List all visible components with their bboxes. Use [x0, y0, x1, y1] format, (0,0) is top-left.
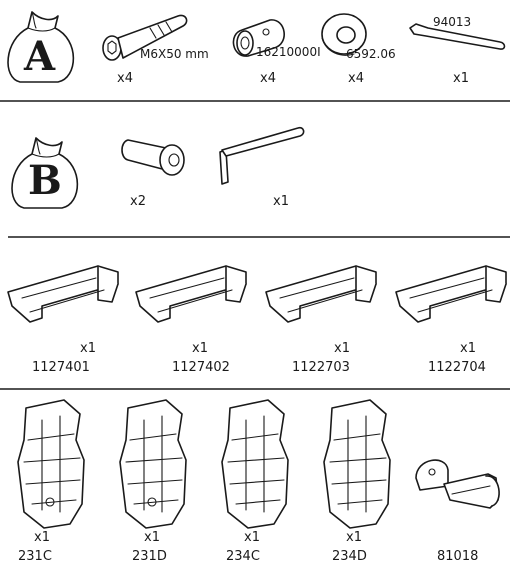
clamp-231d-icon: [119, 399, 187, 529]
bracket-1127402-icon: [135, 265, 247, 323]
allen-key-qty: x1: [453, 71, 469, 86]
clamp-code: 231D: [132, 549, 167, 564]
allen-key-small-icon: [409, 23, 506, 50]
clamp-qty: x1: [144, 530, 160, 545]
bracket-1122704-icon: [395, 265, 507, 323]
key-code: 81018: [437, 549, 478, 564]
bracket-qty: x1: [80, 341, 96, 356]
clamp-code: 231C: [18, 549, 52, 564]
bolt-round-head-icon: [121, 139, 185, 176]
bracket-code: 1127402: [172, 360, 230, 375]
bracket-code: 1122704: [428, 360, 486, 375]
clamp-code: 234D: [332, 549, 367, 564]
clamp-qty: x1: [34, 530, 50, 545]
clamp-234d-icon: [323, 399, 391, 529]
bracket-1122703-icon: [265, 265, 377, 323]
allen-key-large-icon: [219, 126, 305, 185]
clamp-code: 234C: [226, 549, 260, 564]
bolt-qty: x2: [130, 194, 146, 209]
allen-key-label: 94013: [433, 15, 471, 29]
key-81018-icon: [415, 459, 500, 509]
screw-qty: x4: [117, 71, 133, 86]
screw-m6x50-icon: [102, 14, 188, 61]
bag-a-icon: A: [7, 11, 75, 83]
bag-b-letter: B: [28, 157, 62, 204]
bracket-qty: x1: [460, 341, 476, 356]
bag-a-letter: A: [23, 33, 56, 80]
allen-key-large-qty: x1: [273, 194, 289, 209]
barrel-nut-qty: x4: [260, 71, 276, 86]
bag-b-icon: B: [11, 137, 79, 209]
screw-label: M6X50 mm: [140, 47, 209, 61]
barrel-nut-icon: [232, 19, 285, 57]
bracket-qty: x1: [192, 341, 208, 356]
washer-label: 6592.06: [346, 47, 396, 61]
bracket-code: 1127401: [32, 360, 90, 375]
bracket-qty: x1: [334, 341, 350, 356]
clamp-231c-icon: [17, 399, 85, 529]
washer-qty: x4: [348, 71, 364, 86]
clamp-qty: x1: [346, 530, 362, 545]
barrel-nut-label: 16210000I: [256, 45, 321, 59]
bracket-1127401-icon: [7, 265, 119, 323]
clamp-qty: x1: [244, 530, 260, 545]
washer-icon: [321, 13, 367, 56]
clamp-234c-icon: [221, 399, 289, 529]
bracket-code: 1122703: [292, 360, 350, 375]
